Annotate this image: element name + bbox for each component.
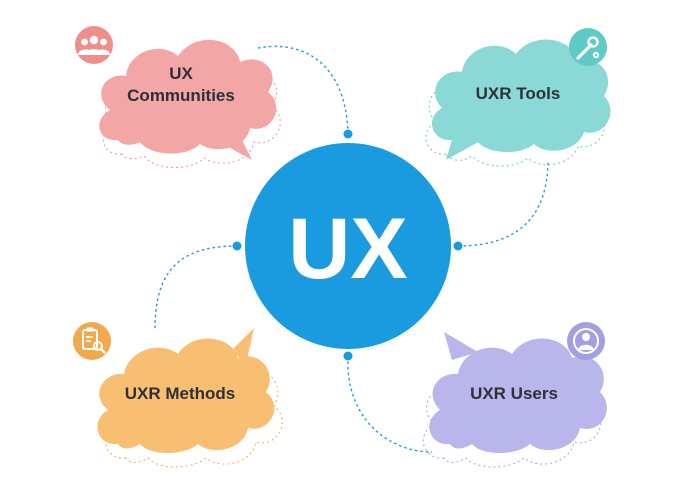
cloud-outline-tools — [425, 53, 605, 167]
user-profile-icon — [567, 322, 605, 360]
cloud-outline-communities — [102, 53, 281, 169]
connector-users — [347, 355, 433, 453]
node-label-communities-line2: Communities — [127, 86, 235, 105]
center-label: UX — [288, 201, 407, 297]
connector-tools — [457, 159, 549, 247]
connectors — [154, 45, 549, 453]
cloud-shape-methods — [97, 338, 275, 453]
cloud-tools: UXR Tools — [425, 28, 611, 167]
connector-methods — [154, 245, 238, 331]
connector-communities — [257, 45, 349, 133]
node-label-communities-line1: UX — [169, 64, 193, 83]
connector-dot-bottom — [343, 351, 353, 361]
people-group-icon — [75, 26, 113, 64]
connector-dot-right — [453, 241, 463, 251]
node-label-methods: UXR Methods — [125, 384, 236, 403]
cloud-users: UXR Users — [423, 322, 607, 468]
node-label-users: UXR Users — [470, 384, 558, 403]
clipboard-search-icon — [73, 322, 111, 360]
cloud-tail-communities — [212, 128, 252, 160]
wrench-gear-icon — [569, 28, 607, 66]
center-node: UX — [245, 143, 451, 349]
center-circle — [245, 143, 451, 349]
connector-dot-left — [232, 241, 242, 251]
connector-dot-top — [343, 129, 353, 139]
cloud-tail-users — [444, 332, 478, 360]
cloud-methods: UXR Methods — [73, 322, 283, 468]
cloud-shape-users — [429, 338, 607, 453]
cloud-communities: UX Communities — [75, 26, 281, 169]
cloud-tail-methods — [232, 328, 254, 364]
connector-dots — [232, 129, 463, 361]
node-label-tools: UXR Tools — [476, 84, 561, 103]
cloud-shape-communities — [99, 39, 277, 154]
cloud-shape-tools — [431, 39, 611, 153]
cloud-tail-tools — [446, 126, 482, 160]
